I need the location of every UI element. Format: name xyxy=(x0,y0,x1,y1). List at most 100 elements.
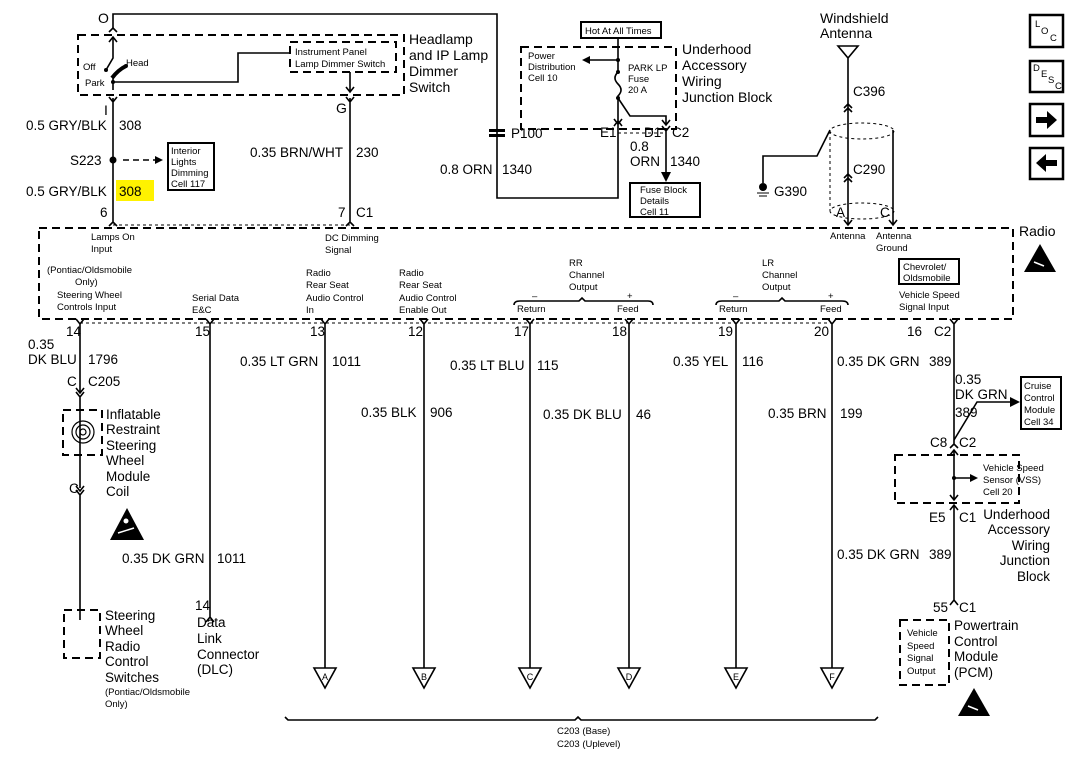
underhood-title-4: Junction Block xyxy=(682,89,773,105)
previous-button[interactable] xyxy=(1028,146,1065,181)
wire-389c-circuit: 389 xyxy=(929,547,952,562)
cruise-ref-4[interactable]: Cell 34 xyxy=(1024,417,1054,428)
label-rs-in-4: In xyxy=(306,305,314,316)
label-lr-feed: Feed xyxy=(820,304,842,315)
coil-box xyxy=(62,409,103,456)
pin-55: 55 xyxy=(933,600,948,615)
pin-12: 12 xyxy=(408,324,423,339)
underhood-box xyxy=(520,46,677,130)
fuse-block-ref-1: Fuse Block xyxy=(640,185,687,196)
switch-head-label: Head xyxy=(126,58,149,69)
underhood-title-3: Wiring xyxy=(682,73,722,89)
wire-1796-circuit: 1796 xyxy=(88,352,118,367)
connector-c290: C290 xyxy=(853,162,885,177)
label-steering-3: Steering Wheel xyxy=(57,290,122,301)
pcm-box xyxy=(899,619,950,686)
ip-dimmer-label-2: Lamp Dimmer Switch xyxy=(295,59,385,70)
swc-note-1: (Pontiac/Oldsmobile xyxy=(105,687,190,698)
underhood-junction-block-top: Hot At All Times Power Distribution Cell… xyxy=(520,21,773,218)
coil-title-5: Module xyxy=(106,469,150,484)
pcm-title-1: Powertrain xyxy=(954,618,1019,633)
swc-title-5: Switches xyxy=(105,670,159,685)
pin-19: 19 xyxy=(718,324,733,339)
label-lamps-on-1: Lamps On xyxy=(91,232,135,243)
wire-389a-color: 0.35 DK GRN xyxy=(837,354,920,369)
label-vss-input-2: Signal Input xyxy=(899,302,950,313)
label-lr-return: Return xyxy=(719,304,748,315)
coil-title-1: Inflatable xyxy=(106,407,161,422)
wire-1340b-color: ORN xyxy=(630,154,660,169)
label-lamps-on-2: Input xyxy=(91,244,112,255)
fuse-name: PARK LP xyxy=(628,63,667,74)
c203-base: C203 (Base) xyxy=(557,726,610,737)
vss-ref-3[interactable]: Cell 20 xyxy=(983,487,1013,498)
pin-c8: C8 xyxy=(930,435,947,450)
pcm-inner-4: Output xyxy=(907,666,936,677)
circuit-308: 0.5 GRY/BLK 308 S223 Interior Lights Dim… xyxy=(26,96,215,227)
label-lr-plus: + xyxy=(828,291,834,302)
power-dist-3[interactable]: Cell 10 xyxy=(528,73,558,84)
fuse-label: Fuse xyxy=(628,74,649,85)
coil-pin-c: C xyxy=(69,481,79,496)
swc-title-1: Steering xyxy=(105,608,155,623)
uawjb-title-1: Underhood xyxy=(983,507,1050,522)
interior-lights-ref-4[interactable]: Cell 117 xyxy=(171,179,205,190)
wire-1011-ltgrn-color: 0.35 LT GRN xyxy=(240,354,318,369)
arrow-right-icon xyxy=(1036,111,1057,129)
desc-button[interactable]: D E S C xyxy=(1028,59,1065,94)
offpage-connector-c[interactable]: C xyxy=(527,672,534,682)
airbag-warning-icon xyxy=(110,508,144,540)
offpage-connector-f[interactable]: F xyxy=(829,672,835,682)
offpage-connector-d[interactable]: D xyxy=(626,672,633,682)
uawjb-title-2: Accessory xyxy=(988,522,1051,537)
fuse-rating: 20 A xyxy=(628,85,648,96)
label-lr-1: LR xyxy=(762,258,774,269)
desc-letter-d: D xyxy=(1033,63,1040,74)
label-rs-in-3: Audio Control xyxy=(306,293,364,304)
radio-title: Radio xyxy=(1019,223,1056,239)
pin-e5: E5 xyxy=(929,510,946,525)
pin-i: I xyxy=(104,102,108,118)
power-dist-1: Power xyxy=(528,51,555,62)
interior-lights-ref-box[interactable] xyxy=(167,142,215,191)
wire-46-color: 0.35 DK BLU xyxy=(543,407,622,422)
headlamp-switch: O Off Head Park Instrument Panel Lamp Di… xyxy=(77,10,498,128)
pin-c2: C2 xyxy=(672,125,689,140)
wire-1796-color: DK BLU xyxy=(28,352,77,367)
pin-55-connector: C1 xyxy=(959,600,976,615)
fuse-block-ref-3[interactable]: Cell 11 xyxy=(640,207,669,218)
offpage-connector-b[interactable]: B xyxy=(421,672,427,682)
pin-16: 16 xyxy=(907,324,922,339)
wire-308-top-circuit: 308 xyxy=(119,118,142,133)
fuse-block-ref-2: Details xyxy=(640,196,669,207)
label-antenna: Antenna xyxy=(830,231,866,242)
label-rr-2: Channel xyxy=(569,270,604,281)
offpage-connector-a[interactable]: A xyxy=(322,672,328,682)
label-rs-out-4: Enable Out xyxy=(399,305,447,316)
wire-308-bottom-circuit: 308 xyxy=(119,184,142,199)
pin-7-connector: C1 xyxy=(356,205,373,220)
wire-199-circuit: 199 xyxy=(840,406,863,421)
wire-1340b-gauge: 0.8 xyxy=(630,139,649,154)
label-vss-input-1: Vehicle Speed xyxy=(899,290,960,301)
radio-module: Radio Lamps On Input DC Dimming Signal A… xyxy=(38,223,1056,324)
headlamp-switch-box xyxy=(77,34,405,96)
fuse-block-ref-box[interactable] xyxy=(629,182,701,218)
pin-7: 7 xyxy=(338,205,346,220)
cruise-control-ref-box[interactable] xyxy=(1020,376,1062,430)
uawjb-title-4: Junction xyxy=(1000,553,1050,568)
pin-c: C xyxy=(880,205,890,220)
offpage-wire-b xyxy=(411,318,437,690)
swc-title-3: Radio xyxy=(105,639,140,654)
pin-14: 14 xyxy=(66,324,82,339)
next-button[interactable] xyxy=(1028,102,1065,138)
arrow-left-icon xyxy=(1036,154,1057,172)
offpage-connector-e[interactable]: E xyxy=(733,672,739,682)
loc-button[interactable]: L O C xyxy=(1028,13,1065,49)
label-steering-1: (Pontiac/Oldsmobile xyxy=(47,265,132,276)
label-lr-2: Channel xyxy=(762,270,797,281)
label-steering-4: Controls Input xyxy=(57,302,117,313)
desc-letter-e: E xyxy=(1041,69,1047,80)
